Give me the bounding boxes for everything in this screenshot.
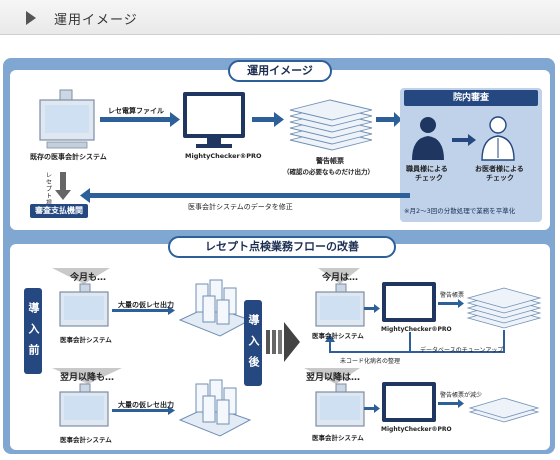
existing-system-label: 既存の医事会計システム — [30, 153, 107, 161]
after-monitor-icon-1 — [382, 282, 436, 322]
transition-arrow-icon — [266, 322, 300, 362]
massive-output-label-1: 大量の仮レセ出力 — [118, 301, 174, 309]
after-computer-icon-1 — [315, 283, 365, 327]
after-monitor-icon-2 — [382, 382, 436, 422]
feedback-loop-arrow — [329, 332, 411, 353]
paper-pile-icon-1 — [178, 279, 252, 337]
page-title: 運用イメージ — [54, 13, 138, 28]
before-system-label-2: 医事会計システム — [60, 436, 112, 444]
warning-report-sub: （確認の必要なものだけ出力） — [283, 168, 374, 176]
submit-down-arrow — [55, 172, 71, 200]
section1-title: 運用イメージ — [228, 60, 332, 82]
code-fix-label: 未コード化病名の整理 — [340, 358, 401, 365]
page-header: 運用イメージ — [0, 0, 560, 35]
doctor-person-icon — [481, 116, 515, 161]
funnel-this-month-before — [52, 268, 110, 284]
section2-title: レセプト点検業務フローの改善 — [168, 236, 396, 258]
mightychecker-monitor-icon — [183, 92, 245, 148]
funnel-this-month-after — [318, 268, 360, 284]
review-title: 院内審査 — [452, 93, 489, 103]
warning-output-label: 警告帳票 — [440, 292, 465, 299]
doctor-label-line2: チェック — [486, 174, 514, 182]
doctor-label-line1: お医者様による — [475, 165, 524, 173]
after-system-label-1: 医事会計システム — [312, 332, 364, 340]
funnel-next-month-before — [52, 368, 122, 384]
next-month-before: 翌月以降も… — [60, 373, 115, 383]
file-arrow — [100, 112, 180, 127]
before-tag: 導入前 — [24, 288, 42, 374]
before-system-label-1: 医事会計システム — [60, 336, 112, 344]
review-agency-box: 審査支払機関 — [30, 204, 88, 218]
this-month-after: 今月は… — [322, 273, 359, 283]
file-label: レセ電算ファイル — [108, 107, 164, 115]
after-tag: 導入後 — [244, 300, 262, 386]
funnel-next-month-after — [304, 368, 360, 384]
existing-system-computer-icon — [39, 89, 95, 149]
staff-label-line1: 職員様による — [406, 165, 448, 173]
warning-reduced-label: 警告帳票が減少 — [440, 392, 483, 399]
to-review-arrow — [376, 112, 402, 127]
distribution-note: ※月2〜3回の分散処理で業務を平準化 — [404, 207, 516, 215]
before-computer-icon-1 — [59, 283, 109, 327]
output-arrow — [252, 112, 284, 127]
warning-stack-small-icon — [468, 397, 540, 423]
after-computer-icon-2 — [315, 383, 365, 427]
warning-stack-large-icon — [466, 287, 542, 329]
before-computer-icon-2 — [59, 383, 109, 427]
after-product-label-2: MightyChecker®PRO — [381, 426, 452, 433]
fix-return-arrow — [80, 188, 410, 203]
this-month-before: 今月も… — [70, 273, 107, 283]
staff-label-line2: チェック — [415, 174, 443, 182]
after-product-label-1: MightyChecker®PRO — [381, 326, 452, 333]
warning-report-stack-icon — [289, 99, 373, 151]
review-arrow — [452, 134, 476, 146]
paper-pile-icon-2 — [178, 379, 252, 437]
product-label: MightyChecker®PRO — [185, 152, 262, 160]
fix-label: 医事会計システムのデータを修正 — [188, 203, 293, 211]
play-triangle-icon — [26, 11, 36, 25]
review-box — [400, 88, 542, 222]
massive-output-label-2: 大量の仮レセ出力 — [118, 401, 174, 409]
next-month-after: 翌月以降は… — [306, 373, 361, 383]
tuning-label: データベースのチューンアップ — [420, 347, 504, 354]
staff-person-icon — [412, 117, 444, 160]
after-system-label-2: 医事会計システム — [312, 434, 364, 442]
warning-report-title: 警告帳票 — [316, 157, 344, 165]
